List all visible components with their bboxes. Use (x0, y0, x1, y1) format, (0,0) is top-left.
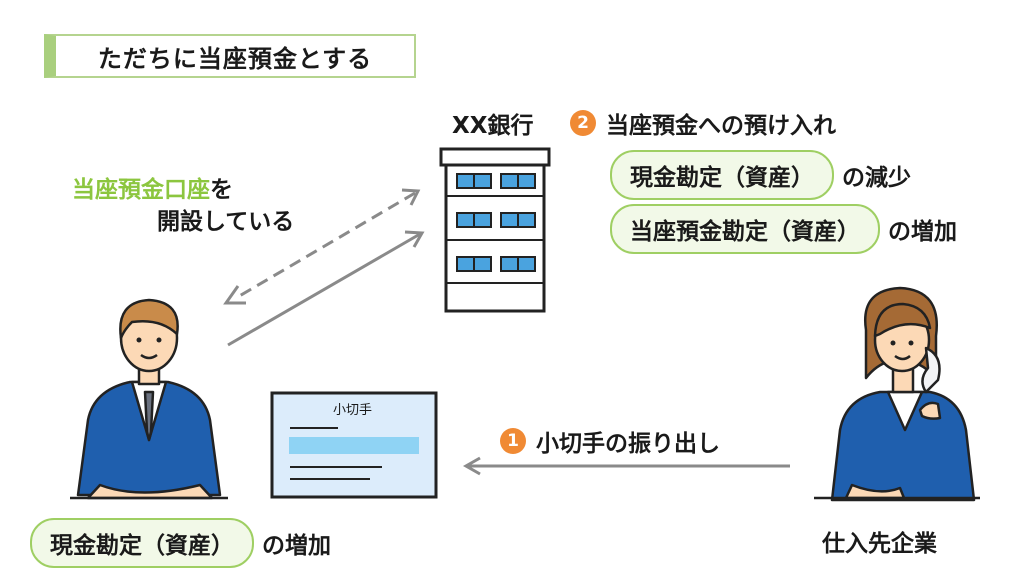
current-deposit-increase-text: の増加 (888, 219, 957, 245)
cash-account-pill: 現金勘定（資産） (610, 150, 834, 200)
company-cash-pill: 現金勘定（資産） (30, 518, 254, 568)
account-opened-line1: 当座預金口座を (72, 174, 233, 206)
step1-heading: 1 小切手の振り出し (500, 424, 720, 458)
step2-number-badge: 2 (570, 110, 596, 136)
company-cash-increase-text: の増加 (262, 533, 331, 559)
step2-row-2: 当座預金勘定（資産） の増加 (610, 204, 957, 254)
step2-row-1: 現金勘定（資産） の減少 (610, 150, 911, 200)
diagram-title: ただちに当座預金とする (44, 34, 416, 78)
check-arrow-icon (462, 456, 790, 476)
check-document-icon (270, 391, 438, 499)
step1-number-badge: 1 (500, 428, 526, 454)
step2-label: 当座預金への預け入れ (606, 113, 836, 139)
account-particle: を (210, 177, 233, 203)
account-highlight: 当座預金口座 (72, 177, 210, 203)
dashed-arrow-icon (223, 188, 421, 305)
check-label: 小切手 (333, 403, 373, 418)
cash-decrease-text: の減少 (842, 165, 911, 191)
businesswoman-icon (814, 286, 980, 502)
supplier-label: 仕入先企業 (822, 531, 937, 557)
current-deposit-account-pill: 当座預金勘定（資産） (610, 204, 880, 254)
step2-heading: 2 当座預金への預け入れ (570, 106, 836, 140)
account-opened-line2: 開設している (157, 209, 295, 235)
bank-building-icon (439, 147, 551, 313)
businessman-icon (70, 298, 228, 500)
step1-label: 小切手の振り出し (536, 431, 720, 457)
company-result-row: 現金勘定（資産） の増加 (30, 518, 331, 568)
deposit-arrow-icon (227, 230, 425, 347)
bank-name-label: XX銀行 (452, 113, 534, 139)
